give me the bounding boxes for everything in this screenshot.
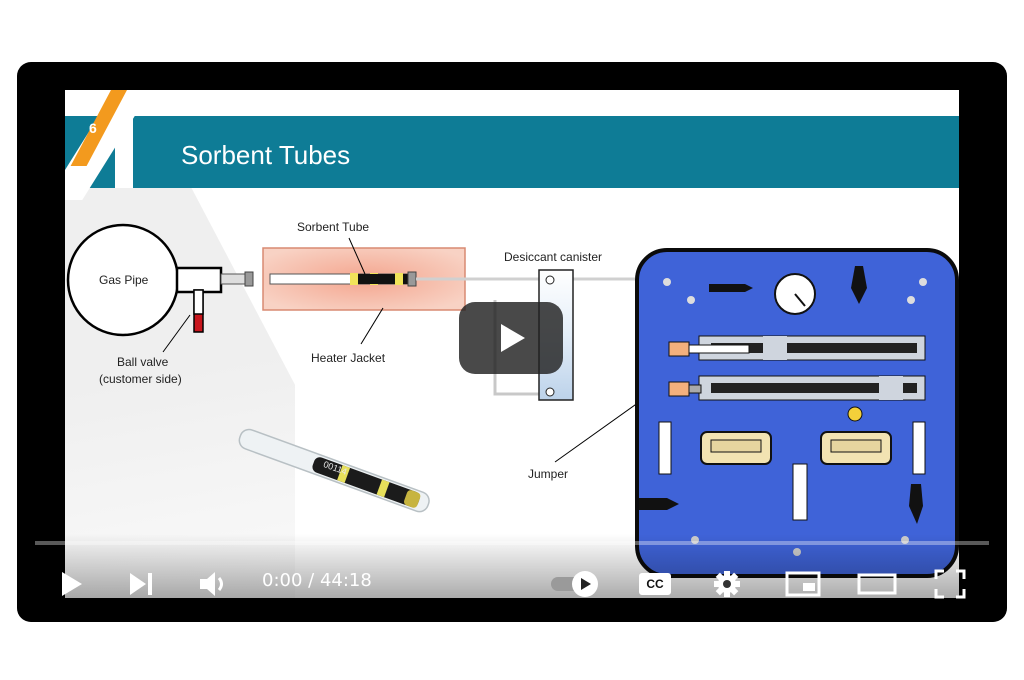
current-time: 0:00 [262, 570, 303, 591]
panel-valve-arrow-4 [909, 484, 923, 524]
next-icon [130, 573, 152, 595]
ball-valve-body [193, 289, 204, 315]
connector-nut [244, 271, 254, 287]
tube-sorbent-fill [358, 274, 408, 284]
canister-top-port [545, 275, 555, 285]
time-separator: / [302, 570, 320, 591]
heater-jacket-label: Heater Jacket [311, 351, 386, 365]
play-icon [501, 324, 525, 352]
panel-valve-arrow-3 [639, 498, 679, 510]
volume-icon [200, 572, 223, 596]
slide-title: Sorbent Tubes [181, 140, 351, 170]
large-play-button[interactable] [459, 302, 563, 374]
play-icon [62, 572, 82, 596]
slide-number: 6 [89, 120, 97, 136]
captions-label: CC [646, 577, 664, 591]
autoplay-toggle-icon [551, 571, 598, 597]
flow-meter-left [658, 421, 672, 475]
canister-bottom-port [545, 387, 555, 397]
panel-inlet [663, 278, 671, 286]
panel-valve-arrow-2 [851, 266, 867, 304]
panel-valve-arrow-1 [709, 284, 753, 292]
video-player[interactable]: 6 Sorbent Tubes [17, 62, 1007, 622]
total-duration: 44:18 [319, 570, 372, 591]
sampler-panel [635, 248, 959, 578]
pipe-fitting [175, 266, 223, 294]
play-button[interactable] [53, 566, 89, 602]
desiccant-canister-label: Desiccant canister [504, 250, 603, 264]
tube-band-3 [395, 273, 403, 285]
sorbent-tube-leader [348, 237, 366, 275]
slide-top-margin [65, 90, 959, 118]
tube-end-cap [407, 271, 417, 287]
fullscreen-button[interactable] [931, 566, 969, 602]
ball-valve-sublabel: (customer side) [99, 372, 182, 386]
theater-mode-button[interactable] [855, 566, 899, 602]
fullscreen-icon [934, 569, 966, 599]
sampling-diagram [66, 223, 716, 513]
tube-band-1 [350, 273, 358, 285]
miniplayer-icon [785, 571, 821, 597]
video-frame[interactable]: 6 Sorbent Tubes [65, 90, 959, 598]
next-button[interactable] [123, 566, 159, 602]
sorbent-tube-label: Sorbent Tube [297, 220, 370, 234]
jumper-label: Jumper [528, 467, 569, 481]
settings-button[interactable] [709, 566, 745, 602]
flow-meter-center [792, 463, 808, 521]
captions-button[interactable]: CC [635, 566, 675, 602]
gear-icon [714, 571, 740, 597]
sampler-panel-drawing [639, 266, 927, 556]
theater-icon [857, 573, 897, 595]
heater-jacket-leader [360, 307, 384, 345]
ball-valve-label: Ball valve [117, 355, 169, 369]
flow-meter-right [912, 421, 926, 475]
autoplay-toggle[interactable] [547, 566, 603, 602]
player-controls [17, 534, 1007, 622]
sorbent-tube-photo [238, 428, 430, 513]
captions-icon: CC [639, 573, 671, 595]
ball-valve-leader [162, 314, 191, 353]
volume-button[interactable] [195, 566, 231, 602]
slide-title-bar [133, 116, 959, 188]
miniplayer-button[interactable] [783, 566, 823, 602]
gas-pipe-label: Gas Pipe [99, 273, 149, 287]
time-display: 0:00 / 44:18 [262, 570, 372, 591]
progress-bar[interactable] [35, 541, 989, 545]
